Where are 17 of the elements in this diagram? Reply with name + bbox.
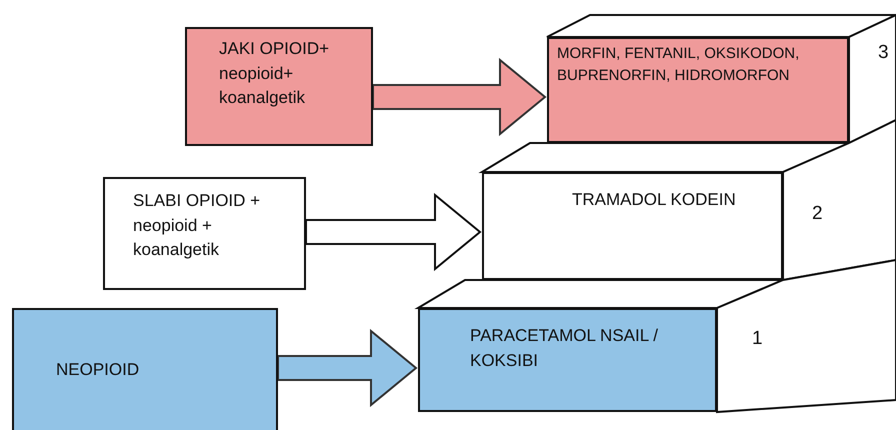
box-text: SLABI OPIOID + neopioid + koanalgetik	[133, 190, 262, 262]
drug-class-box	[185, 27, 373, 146]
box-text: JAKI OPIOID+ neopioid+ koanalgetik	[219, 38, 330, 110]
drug-class-box	[12, 308, 278, 430]
step-number: 3	[878, 42, 889, 64]
box-text: PARACETAMOL NSAIL / KOKSIBI	[470, 325, 659, 372]
box-text: TRAMADOL KODEIN	[572, 189, 737, 211]
ladder-step	[547, 37, 849, 143]
box-text: NEOPIOID	[56, 359, 140, 381]
drug-class-box	[103, 177, 306, 290]
step-number: 1	[752, 328, 763, 350]
box-text: MORFIN, FENTANIL, OKSIKODON, BUPRENORFIN, HIDROMORFON	[557, 44, 800, 86]
block-arrow	[305, 192, 482, 272]
ladder-step	[418, 308, 717, 412]
step-number: 2	[812, 203, 823, 225]
block-arrow	[277, 328, 418, 408]
block-arrow	[372, 58, 547, 136]
